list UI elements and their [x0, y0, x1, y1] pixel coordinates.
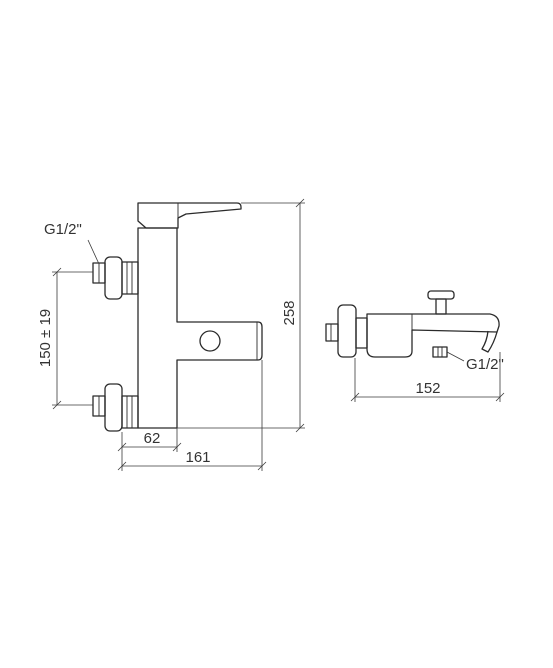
inlet-to-body-dimension: 62: [117, 428, 182, 471]
inlet-thread-label: G1/2": [44, 221, 82, 238]
cartridge-cap: [199, 330, 221, 352]
inlet-thread-leader: [87, 239, 100, 265]
inlet-spacing-dimension: 150 ± 19: [37, 267, 93, 410]
outlet-thread-leader: [446, 351, 465, 362]
outlet-thread-label: G1/2": [466, 356, 504, 373]
side-escutcheon: [337, 304, 357, 358]
side-body: [366, 313, 500, 358]
inlet-spacing-label: 150 ± 19: [37, 309, 54, 367]
side-nut: [355, 317, 368, 349]
total-width-label: 161: [185, 449, 210, 466]
lower-inlet-nut: [121, 395, 139, 429]
diverter-knob: [427, 290, 455, 315]
projection-label: 152: [415, 380, 440, 397]
height-label: 258: [281, 300, 298, 325]
shower-outlet: [432, 346, 448, 358]
upper-inlet-connector: [92, 256, 139, 300]
side-body-and-spout: [366, 313, 500, 358]
side-view: G1/2" 152: [325, 290, 505, 402]
inlet-to-body-label: 62: [144, 430, 161, 447]
spout-tip: [481, 330, 498, 353]
mixer-lever: [137, 202, 242, 229]
front-view: G1/2" 150 ± 19 258 62: [37, 198, 305, 471]
upper-inlet-escutcheon: [104, 256, 123, 300]
mixer-body: [137, 227, 263, 429]
projection-dimension: 152: [350, 352, 505, 402]
side-inlet-connector: [325, 304, 368, 358]
side-inlet-thread: [325, 323, 339, 342]
height-dimension: 258: [177, 198, 305, 433]
lower-inlet-connector: [92, 383, 139, 432]
total-width-dimension: 161: [117, 360, 267, 471]
upper-inlet-nut: [121, 261, 139, 295]
lower-inlet-escutcheon: [104, 383, 123, 432]
